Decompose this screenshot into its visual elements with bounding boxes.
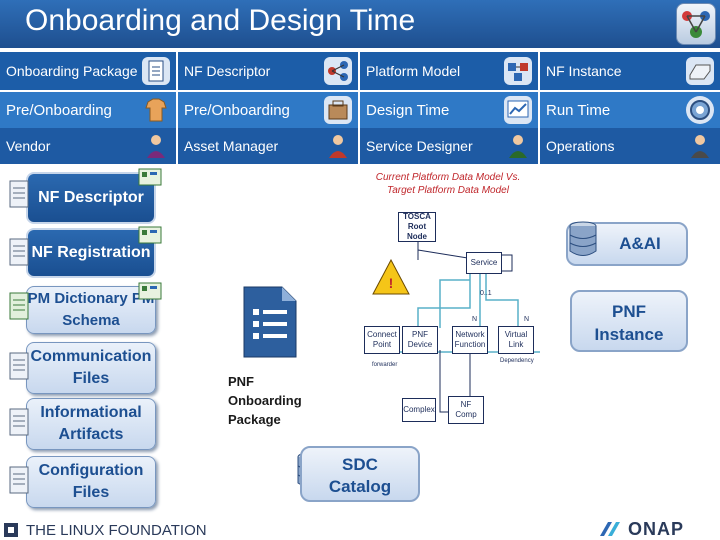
pnf-instance-box	[570, 290, 688, 352]
linux-foundation-logo-icon	[4, 523, 18, 537]
label-forwarder: forwarder	[372, 362, 398, 368]
communication-files-box: Communication Files	[26, 342, 156, 394]
network-function-box: Network Function	[452, 326, 488, 354]
cell-label: Pre/Onboarding	[184, 101, 290, 119]
svg-text:!: !	[389, 275, 394, 291]
tag-icon	[138, 226, 162, 244]
document-icon	[9, 408, 29, 436]
chart-icon	[504, 96, 532, 124]
server-icon	[686, 57, 714, 85]
cell-vendor: Vendor	[0, 128, 178, 164]
tag-icon	[138, 282, 162, 300]
person-icon	[691, 135, 709, 158]
document-icon	[9, 352, 29, 380]
sdc-catalog-box	[300, 446, 420, 502]
complex-box: Complex	[402, 398, 436, 422]
cell-label: Onboarding Package	[6, 63, 138, 79]
cell-label: NF Descriptor	[184, 63, 271, 79]
virtual-link-box: Virtual Link	[498, 326, 534, 354]
cell-label: Platform Model	[366, 63, 461, 79]
onap-logo-icon	[676, 3, 716, 45]
onap-logo-icon	[600, 522, 620, 536]
gear-icon	[686, 96, 714, 124]
footer	[0, 518, 720, 540]
tosca-root-node-box: TOSCA Root Node	[398, 212, 436, 242]
informational-artifacts-box: Informational Artifacts	[26, 398, 156, 450]
label-dependency: Dependency	[500, 358, 534, 364]
package-label: PNF Onboarding Package	[228, 374, 302, 427]
data-model-caption: Current Platform Data Model Vs. Target P…	[375, 172, 521, 196]
cell-label: Vendor	[6, 138, 51, 154]
service-box: Service	[466, 252, 502, 274]
cell-pre-onboarding-1: Pre/Onboarding	[0, 92, 178, 128]
document-icon	[9, 238, 29, 266]
nf-registration-box: NF Registration	[26, 228, 156, 278]
document-icon	[9, 466, 29, 494]
header-row-phases: Pre/Onboarding Pre/Onboarding Design Tim…	[0, 92, 720, 128]
cell-asset-manager: Asset Manager	[178, 128, 360, 164]
cell-service-designer: Service Designer	[360, 128, 540, 164]
header-row-roles: Vendor Asset Manager Service Designer Op…	[0, 128, 720, 164]
service-bracket	[502, 254, 513, 272]
header-row-artifacts: Onboarding Package NF Descriptor Platfor…	[0, 52, 720, 90]
sdc-catalog-label: SDC Catalog	[328, 455, 392, 496]
warning-icon: !	[372, 258, 410, 295]
toolbox-icon	[324, 96, 352, 124]
pnf-device-box: PNF Device	[402, 326, 438, 354]
cell-nf-descriptor: NF Descriptor	[178, 52, 360, 90]
cell-design-time: Design Time	[360, 92, 540, 128]
cell-onboarding-package: Onboarding Package	[0, 52, 178, 90]
nf-comp-box: NF Comp	[448, 396, 484, 424]
linux-foundation-text: THE LINUX FOUNDATION	[26, 522, 207, 539]
cell-platform-model: Platform Model	[360, 52, 540, 90]
cell-label: Operations	[546, 138, 615, 154]
connect-point-box: Connect Point	[364, 326, 400, 354]
pnf-instance-label: PNF Instance	[594, 302, 664, 344]
cell-label: Asset Manager	[184, 138, 279, 154]
label-n1: N	[472, 316, 478, 323]
aai-label: A&AI	[619, 234, 661, 253]
cell-label: Service Designer	[366, 138, 473, 154]
package-document-icon	[243, 286, 297, 358]
document-icon	[9, 180, 29, 208]
person-icon	[509, 135, 527, 158]
label-0-1: 0..1	[480, 290, 492, 297]
cell-run-time: Run Time	[540, 92, 720, 128]
database-icon	[569, 221, 597, 256]
configuration-files-box: Configuration Files	[26, 456, 156, 508]
document-icon	[9, 292, 29, 320]
network-icon	[504, 57, 532, 85]
label-n2: N	[524, 316, 530, 323]
tag-icon	[138, 168, 162, 186]
cell-label: Run Time	[546, 101, 611, 119]
cell-label: NF Instance	[546, 63, 622, 79]
nf-descriptor-box: NF Descriptor	[26, 172, 156, 224]
cell-pre-onboarding-2: Pre/Onboarding	[178, 92, 360, 128]
page-title: Onboarding and Design Time	[25, 4, 416, 37]
cell-label: Pre/Onboarding	[6, 101, 112, 119]
document-icon	[142, 57, 170, 85]
cell-label: Design Time	[366, 101, 450, 119]
cell-nf-instance: NF Instance	[540, 52, 720, 90]
shirt-icon	[145, 98, 167, 122]
title-bar	[0, 0, 720, 48]
pm-dictionary-box: PM Dictionary PM Schema	[26, 286, 156, 334]
cell-operations: Operations	[540, 128, 720, 164]
person-icon	[329, 135, 347, 158]
person-icon	[147, 135, 165, 158]
onap-text: ONAP	[628, 519, 685, 539]
network-icon	[324, 57, 352, 85]
